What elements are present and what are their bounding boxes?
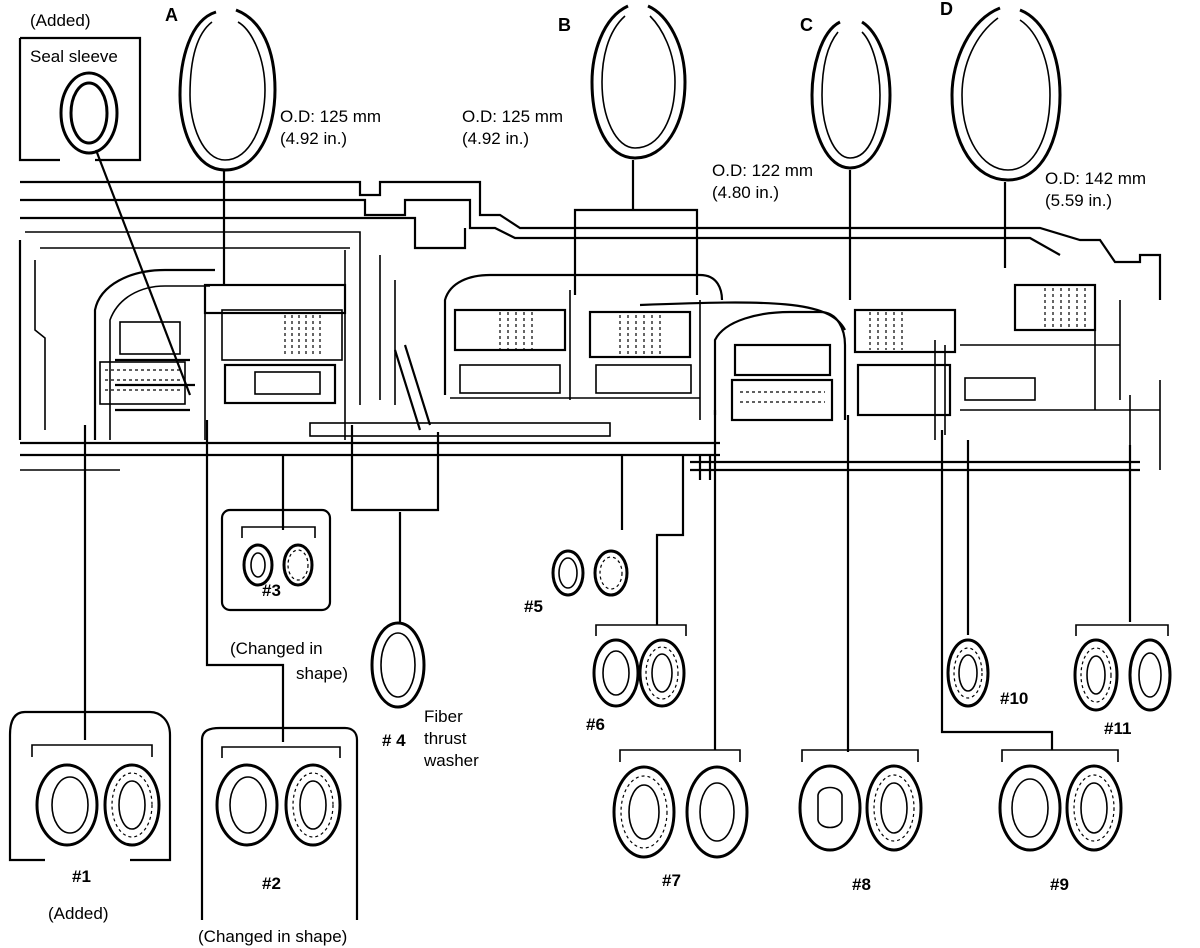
washer-2-number: #2 xyxy=(262,874,281,893)
added-label-top: (Added) xyxy=(30,11,91,30)
washer-2 xyxy=(200,726,359,920)
washer-1 xyxy=(8,710,172,862)
thrust-label: thrust xyxy=(424,729,467,748)
washer-10-number: #10 xyxy=(1000,689,1029,708)
washer-7 xyxy=(612,749,749,859)
changed-in-label-3: (Changed in xyxy=(230,639,323,658)
washer-6 xyxy=(592,624,687,708)
added-label-bottom: (Added) xyxy=(48,904,109,923)
washer-9-number: #9 xyxy=(1050,875,1069,894)
snap-ring-c xyxy=(810,20,892,300)
ring-d-label: D xyxy=(940,0,953,19)
snap-ring-a xyxy=(178,8,277,285)
ring-c-label: C xyxy=(800,15,813,35)
washer-8 xyxy=(798,749,923,852)
washer-10 xyxy=(946,638,990,708)
shape-label-3: shape) xyxy=(296,664,348,683)
washer-11 xyxy=(1073,624,1172,712)
ring-a-od-in: (4.92 in.) xyxy=(280,129,348,148)
changed-shape-label-2: (Changed in shape) xyxy=(198,927,348,946)
ring-b-od-in: (4.92 in.) xyxy=(462,129,530,148)
washer-4 xyxy=(370,621,426,709)
transmission-cross-section xyxy=(18,180,1162,480)
ring-c-od-in: (4.80 in.) xyxy=(712,183,780,202)
seal-sleeve-label: Seal sleeve xyxy=(30,47,118,66)
snap-ring-d xyxy=(950,6,1062,268)
fiber-label: Fiber xyxy=(424,707,463,726)
washer-8-number: #8 xyxy=(852,875,871,894)
washer-1-number: #1 xyxy=(72,867,91,886)
washer-9 xyxy=(998,749,1123,852)
washer-11-number: #11 xyxy=(1104,719,1132,738)
washer-5-number: #5 xyxy=(524,597,543,616)
ring-b-od-mm: O.D: 125 mm xyxy=(462,107,564,126)
snap-ring-b xyxy=(573,4,699,295)
ring-b-label: B xyxy=(558,15,571,35)
ring-c-od-mm: O.D: 122 mm xyxy=(712,161,814,180)
washer-4-number: # 4 xyxy=(382,731,406,750)
washer-label: washer xyxy=(424,751,479,770)
ring-d-od-in: (5.59 in.) xyxy=(1045,191,1113,210)
washer-7-number: #7 xyxy=(662,871,681,890)
washer-3-number: #3 xyxy=(262,581,281,600)
washer-3 xyxy=(220,508,332,612)
washer-5 xyxy=(551,549,629,597)
washer-6-number: #6 xyxy=(586,715,605,734)
leader-lines xyxy=(83,410,1132,752)
ring-d-od-mm: O.D: 142 mm xyxy=(1045,169,1147,188)
ring-a-od-mm: O.D: 125 mm xyxy=(280,107,382,126)
ring-a-label: A xyxy=(165,5,178,25)
